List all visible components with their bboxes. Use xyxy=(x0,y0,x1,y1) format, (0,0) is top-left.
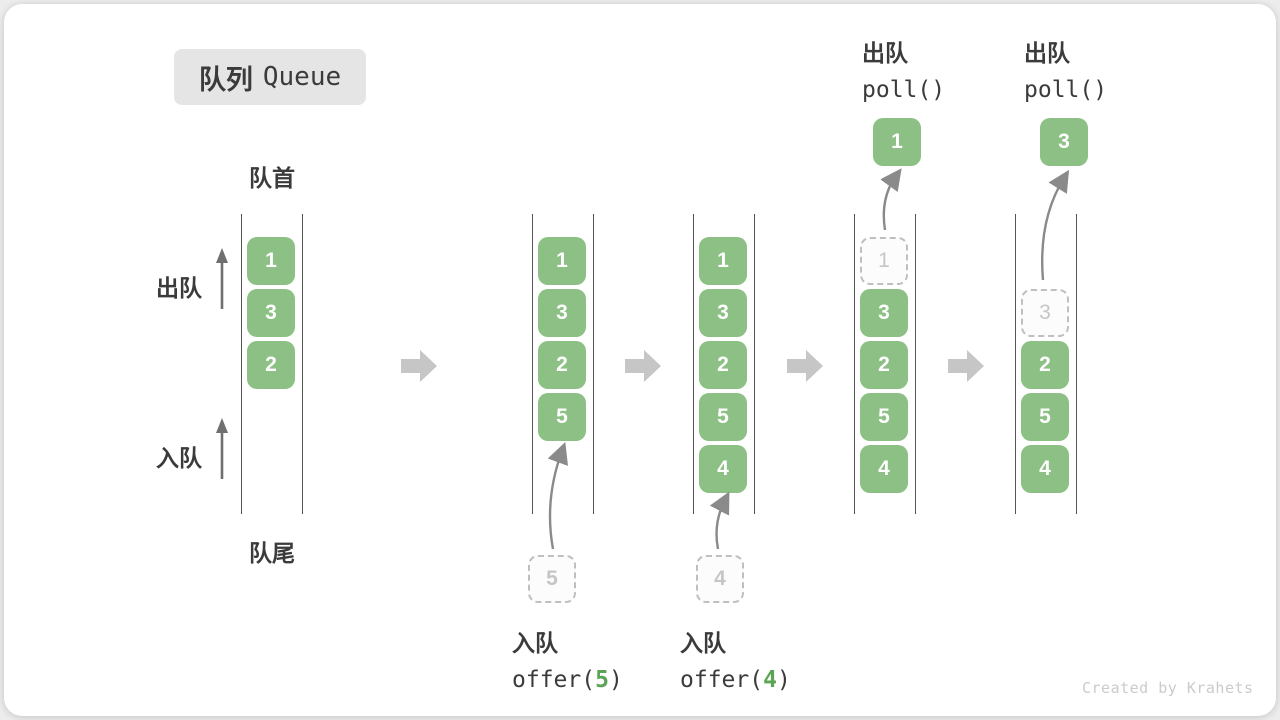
staged-item: 4 xyxy=(696,555,744,603)
title-badge: 队列 Queue xyxy=(174,49,366,105)
queue-item: 1 xyxy=(699,237,747,285)
title-en: Queue xyxy=(262,62,342,92)
offer4-zh-label: 入队 xyxy=(680,630,726,656)
queue-item: 4 xyxy=(860,445,908,493)
poll1-operation-label: 出队 poll() xyxy=(862,34,945,103)
staged-item: 5 xyxy=(528,555,576,603)
queue-state-5: 3 2 5 4 xyxy=(1015,214,1077,514)
queue-item: 2 xyxy=(699,341,747,389)
dequeue-up-arrow-icon xyxy=(216,248,228,309)
poll2-code: poll() xyxy=(1024,77,1108,103)
queue-item: 5 xyxy=(538,393,586,441)
poll1-code: poll() xyxy=(862,77,946,103)
poll2-zh-label: 出队 xyxy=(1024,40,1070,66)
queue-state-2: 1 3 2 5 xyxy=(532,214,594,514)
queue-item: 2 xyxy=(1021,341,1069,389)
enqueue-up-arrow-icon xyxy=(216,418,228,479)
dequeue-curve-arrow-icon xyxy=(1041,169,1070,281)
step-arrow-icon xyxy=(787,350,823,382)
poll1-zh-label: 出队 xyxy=(862,40,908,66)
title-zh: 队列 xyxy=(198,64,253,95)
removed-item: 3 xyxy=(1021,289,1069,337)
offer4-arg: 4 xyxy=(763,667,777,693)
queue-item: 3 xyxy=(860,289,908,337)
offer5-zh-label: 入队 xyxy=(512,630,558,656)
offer5-code: offer(5) xyxy=(512,667,623,693)
queue-item: 5 xyxy=(1021,393,1069,441)
queue-item: 2 xyxy=(860,341,908,389)
dequeue-legend-label: 出队 xyxy=(156,275,202,301)
poll2-operation-label: 出队 poll() xyxy=(1024,34,1107,103)
watermark: Created by Krahets xyxy=(1082,679,1254,697)
queue-item: 2 xyxy=(247,341,295,389)
offer4-operation-label: 入队 offer(4) xyxy=(680,624,791,693)
step-arrow-icon xyxy=(401,350,437,382)
queue-item: 3 xyxy=(538,289,586,337)
poll-result-item: 3 xyxy=(1040,118,1088,166)
offer5-fn-close: ) xyxy=(608,667,623,693)
queue-item: 4 xyxy=(699,445,747,493)
queue-item: 1 xyxy=(247,237,295,285)
queue-item: 1 xyxy=(538,237,586,285)
queue-state-1: 1 3 2 xyxy=(241,214,303,514)
queue-state-4: 1 3 2 5 4 xyxy=(854,214,916,514)
offer5-operation-label: 入队 offer(5) xyxy=(512,624,623,693)
front-label: 队首 xyxy=(249,165,295,191)
offer4-code: offer(4) xyxy=(680,667,791,693)
queue-item: 2 xyxy=(538,341,586,389)
enqueue-curve-arrow-icon xyxy=(547,441,569,550)
poll-result-item: 1 xyxy=(873,118,921,166)
enqueue-curve-arrow-icon xyxy=(709,491,730,550)
diagram-card: 队列 Queue 队首 队尾 出队 入队 1 3 2 1 3 xyxy=(4,4,1276,716)
queue-item: 5 xyxy=(699,393,747,441)
offer5-arg: 5 xyxy=(595,667,609,693)
offer4-fn-close: ) xyxy=(776,667,791,693)
queue-item: 3 xyxy=(247,289,295,337)
enqueue-legend-label: 入队 xyxy=(156,445,202,471)
offer5-fn-open: offer( xyxy=(512,667,596,693)
queue-item: 5 xyxy=(860,393,908,441)
removed-item: 1 xyxy=(860,237,908,285)
rear-label: 队尾 xyxy=(249,540,295,566)
step-arrow-icon xyxy=(948,350,984,382)
queue-state-3: 1 3 2 5 4 xyxy=(693,214,755,514)
queue-item: 3 xyxy=(699,289,747,337)
queue-item: 4 xyxy=(1021,445,1069,493)
offer4-fn-open: offer( xyxy=(680,667,764,693)
step-arrow-icon xyxy=(625,350,661,382)
dequeue-curve-arrow-icon xyxy=(880,168,902,231)
